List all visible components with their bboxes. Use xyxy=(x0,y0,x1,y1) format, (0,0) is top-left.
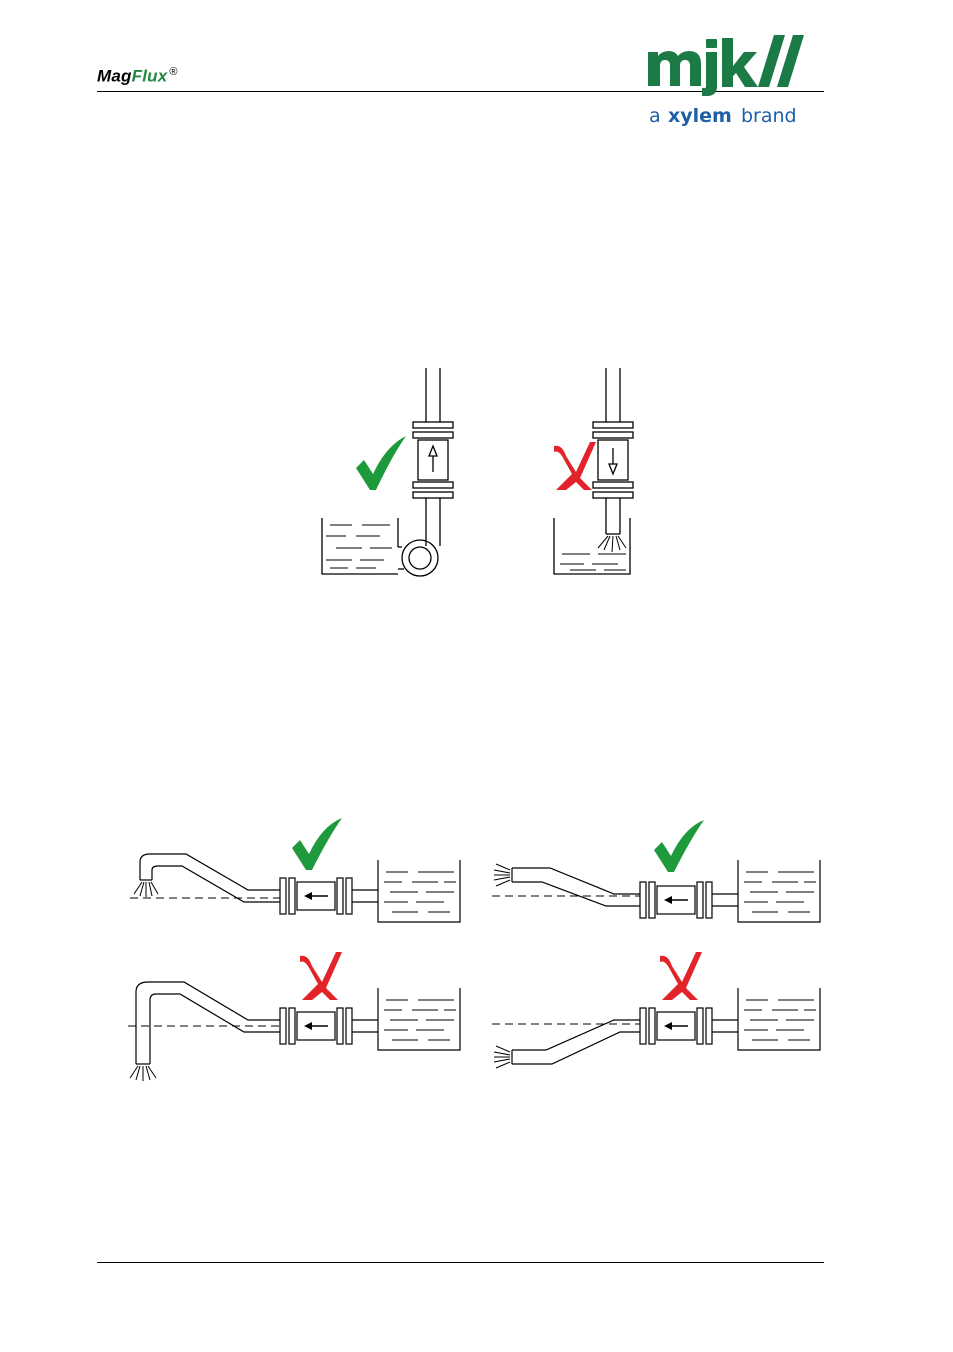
vertical-correct-figure xyxy=(322,368,453,576)
check-icon xyxy=(654,820,704,872)
check-icon xyxy=(356,436,406,490)
upper-flange xyxy=(413,422,453,428)
horizontal-incorrect-figure-2 xyxy=(492,952,820,1068)
registered-mark: ® xyxy=(169,66,177,78)
logo-tagline-xylem: xylem xyxy=(668,105,732,127)
logo-tagline-brand: brand xyxy=(741,105,797,127)
horizontal-correct-figure-2 xyxy=(492,820,820,922)
horizontal-installation-diagram xyxy=(120,810,840,1090)
mjk-wordmark xyxy=(648,35,804,96)
cross-icon xyxy=(660,952,702,1000)
cross-icon xyxy=(554,442,596,490)
mjk-logo: a xylem brand xyxy=(640,30,830,128)
product-name: MagFlux® xyxy=(97,66,178,87)
vertical-incorrect-figure xyxy=(554,368,633,574)
spray-lines xyxy=(598,536,626,552)
vertical-installation-diagram xyxy=(300,360,660,590)
product-name-prefix: Mag xyxy=(97,67,132,86)
footer-rule xyxy=(97,1262,824,1263)
cross-icon xyxy=(300,952,342,1000)
product-name-suffix: Flux xyxy=(132,67,168,86)
horizontal-incorrect-figure-1 xyxy=(128,952,460,1081)
check-icon xyxy=(292,818,342,870)
horizontal-correct-figure-1 xyxy=(130,818,460,922)
logo-tagline-a: a xyxy=(649,105,661,127)
